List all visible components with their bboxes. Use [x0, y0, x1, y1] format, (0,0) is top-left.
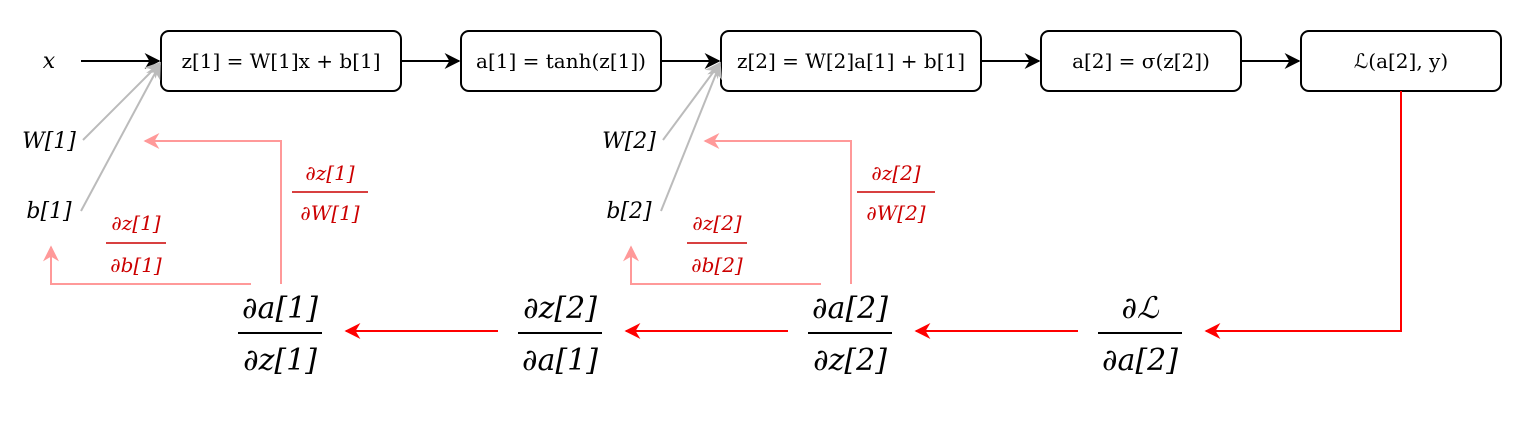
- grad-da1-dz1-den: ∂z[1]: [243, 343, 317, 378]
- grad-dz2-da1-den: ∂a[1]: [522, 343, 598, 378]
- node-loss: ℒ(a[2], y): [1300, 30, 1502, 92]
- edge-W2-z2: [662, 61, 721, 141]
- grad-da2-dz2: ∂a[2] ∂z[2]: [808, 291, 892, 378]
- grad-dz2-dW2: ∂z[2] ∂W[2]: [857, 161, 935, 225]
- node-a2: a[2] = σ(z[2]): [1040, 30, 1242, 92]
- param-W1: W[1]: [22, 129, 76, 154]
- node-loss-label: ℒ(a[2], y): [1354, 49, 1448, 73]
- input-x: x: [43, 49, 56, 74]
- edge-W1-z1: [82, 61, 162, 141]
- grad-dz1-db1-num: ∂z[1]: [111, 211, 160, 235]
- grad-dL-da2: ∂ℒ ∂a[2]: [1098, 291, 1182, 378]
- grad-dz2-da1-num: ∂z[2]: [523, 291, 597, 326]
- grad-dz1-dW1: ∂z[1] ∂W[1]: [292, 161, 368, 225]
- edge-b1-z1: [80, 62, 161, 212]
- edge-grad-b1: [43, 245, 251, 285]
- grad-da1-dz1-num: ∂a[1]: [242, 291, 318, 326]
- grad-dz2-db2-num: ∂z[2]: [692, 211, 741, 235]
- grad-dz2-db2: ∂z[2] ∂b[2]: [687, 211, 747, 277]
- node-a2-label: a[2] = σ(z[2]): [1072, 49, 1210, 73]
- edge-grad-b2: [623, 245, 821, 285]
- param-b2: b[2]: [606, 199, 652, 224]
- grad-da2-dz2-den: ∂z[2]: [813, 343, 887, 378]
- grad-dz2-da1: ∂z[2] ∂a[1]: [518, 291, 602, 378]
- grad-dz2-db2-den: ∂b[2]: [691, 253, 743, 277]
- grad-dL-da2-den: ∂a[2]: [1102, 343, 1178, 378]
- node-z2-label: z[2] = W[2]a[1] + b[1]: [737, 49, 965, 73]
- node-z1: z[1] = W[1]x + b[1]: [160, 30, 402, 92]
- node-z2: z[2] = W[2]a[1] + b[1]: [720, 30, 982, 92]
- grad-da2-dz2-num: ∂a[2]: [812, 291, 888, 326]
- grad-dz1-db1-den: ∂b[1]: [110, 253, 162, 277]
- node-z1-label: z[1] = W[1]x + b[1]: [181, 49, 380, 73]
- edge-loss-dLda2: [1204, 91, 1402, 339]
- edge-grad-W2: [703, 133, 852, 284]
- edge-grad-W1: [143, 133, 282, 284]
- param-b1: b[1]: [26, 199, 72, 224]
- grad-dL-da2-num: ∂ℒ: [1121, 291, 1160, 326]
- grad-dz1-db1: ∂z[1] ∂b[1]: [106, 211, 166, 277]
- grad-dz1-dW1-den: ∂W[1]: [300, 201, 359, 225]
- node-a1: a[1] = tanh(z[1]): [460, 30, 662, 92]
- node-a1-label: a[1] = tanh(z[1]): [476, 49, 646, 73]
- grad-dz1-dW1-num: ∂z[1]: [305, 161, 354, 185]
- grad-dz2-dW2-den: ∂W[2]: [866, 201, 925, 225]
- grad-dz2-dW2-num: ∂z[2]: [871, 161, 920, 185]
- grad-da1-dz1: ∂a[1] ∂z[1]: [238, 291, 322, 378]
- edge-b2-z2: [660, 62, 723, 212]
- param-W2: W[2]: [602, 129, 656, 154]
